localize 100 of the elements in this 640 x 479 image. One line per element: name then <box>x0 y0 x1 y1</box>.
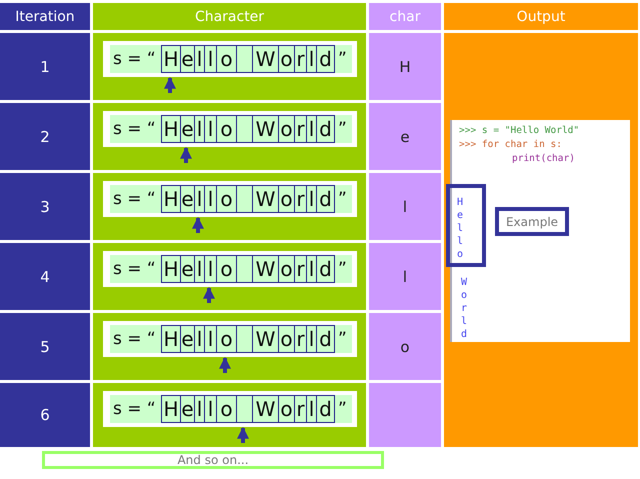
output-char: W <box>461 276 468 289</box>
letter-cell: e <box>180 326 194 352</box>
iteration-cell: 5 <box>0 313 90 380</box>
letter-cell: o <box>216 256 236 282</box>
letter-cell: r <box>294 396 306 422</box>
letter-cell: d <box>316 256 334 282</box>
letter-cell: e <box>180 396 194 422</box>
output-char: d <box>461 328 468 341</box>
header-cell: Output <box>444 3 638 30</box>
letter-cell: o <box>216 326 236 352</box>
letter-cell: o <box>278 396 294 422</box>
iteration-cell: 6 <box>0 383 90 447</box>
letter-cell: e <box>180 46 194 72</box>
letter-cell: d <box>316 116 334 142</box>
string-box <box>103 391 357 427</box>
char-cell: l <box>369 173 441 240</box>
letter-cell: l <box>194 46 204 72</box>
letter-cell: o <box>216 186 236 212</box>
letter-cell: r <box>294 186 306 212</box>
letter-cell: W <box>252 46 278 72</box>
note-box <box>42 451 384 469</box>
header-cell: char <box>369 3 441 30</box>
letter-cell: l <box>194 116 204 142</box>
code-text: s = “ <box>112 259 157 279</box>
letter-cell: d <box>316 396 334 422</box>
letter-cell: l <box>306 186 316 212</box>
letter-cell: o <box>278 326 294 352</box>
letter-cell: l <box>306 46 316 72</box>
letter-cell: l <box>194 396 204 422</box>
output-char: H <box>457 196 464 209</box>
code-text: ” <box>337 119 348 139</box>
char-cell: e <box>369 103 441 170</box>
letter-cell: W <box>252 326 278 352</box>
char-cell: l <box>369 243 441 310</box>
output-char: o <box>461 289 468 302</box>
letter-cell: W <box>252 116 278 142</box>
letter-cell: H <box>162 256 180 282</box>
letter-cell: l <box>204 256 216 282</box>
code-line: >>> s = "Hello World" <box>459 125 580 136</box>
code-text: ” <box>337 329 348 349</box>
letter-cell: H <box>162 396 180 422</box>
string-box <box>103 41 357 77</box>
iteration-cell: 3 <box>0 173 90 240</box>
letter-cell: o <box>278 256 294 282</box>
output-char: l <box>461 315 468 328</box>
code-text: s = “ <box>112 329 157 349</box>
code-text: s = “ <box>112 119 157 139</box>
header-cell: Character <box>93 3 366 30</box>
output-char: l <box>457 235 464 248</box>
letter-cell: l <box>194 256 204 282</box>
letter-cell: l <box>306 256 316 282</box>
letter-cell: l <box>204 186 216 212</box>
letter-cell: l <box>194 326 204 352</box>
letter-cell: o <box>278 46 294 72</box>
code-text: ” <box>337 259 348 279</box>
letter-cell: l <box>306 396 316 422</box>
iteration-cell: 2 <box>0 103 90 170</box>
highlight-box <box>446 184 486 267</box>
output-char: r <box>461 302 468 315</box>
iteration-cell: 1 <box>0 33 90 100</box>
string-box <box>103 321 357 357</box>
char-cell: o <box>369 313 441 380</box>
letter-cell: r <box>294 46 306 72</box>
code-panel <box>450 120 630 342</box>
string-box <box>103 251 357 287</box>
letter-cell: o <box>216 46 236 72</box>
output-char: l <box>457 222 464 235</box>
output-char: e <box>457 209 464 222</box>
output-char: o <box>457 248 464 261</box>
letter-cell: W <box>252 396 278 422</box>
letter-cell: W <box>252 186 278 212</box>
code-text: ” <box>337 49 348 69</box>
code-text: s = “ <box>112 49 157 69</box>
letter-cell: l <box>204 396 216 422</box>
letter-cell: o <box>216 116 236 142</box>
letter-cell: l <box>204 46 216 72</box>
code-text: ” <box>337 189 348 209</box>
string-box <box>103 181 357 217</box>
letter-cell: d <box>316 186 334 212</box>
letter-cell: l <box>204 116 216 142</box>
letter-cell: d <box>316 46 334 72</box>
code-text: s = “ <box>112 189 157 209</box>
letter-cell: r <box>294 326 306 352</box>
letter-cell: e <box>180 256 194 282</box>
letter-cell: o <box>216 396 236 422</box>
code-line: >>> for char in s: <box>459 139 562 150</box>
header-cell: Iteration <box>0 3 90 30</box>
letter-cell: r <box>294 256 306 282</box>
letter-cell: d <box>316 326 334 352</box>
example-label: Example <box>506 214 558 228</box>
letter-cell: l <box>306 326 316 352</box>
string-box <box>103 111 357 147</box>
example-box <box>495 207 569 236</box>
letter-cell: H <box>162 116 180 142</box>
letter-cell: e <box>180 116 194 142</box>
letter-cell: l <box>204 326 216 352</box>
letter-cell: o <box>278 116 294 142</box>
letter-cell: l <box>194 186 204 212</box>
code-text: s = “ <box>112 399 157 419</box>
note-text: And so on... <box>177 454 249 466</box>
